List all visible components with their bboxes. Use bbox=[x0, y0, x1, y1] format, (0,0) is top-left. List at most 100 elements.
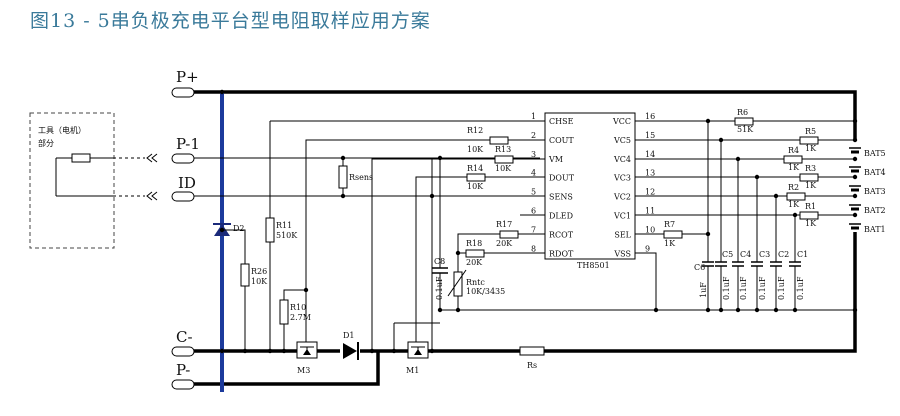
chip-pin-name-sel: SEL bbox=[614, 230, 631, 239]
chip-name: TH8501 bbox=[577, 261, 610, 270]
chip-pin-number-15: 15 bbox=[645, 131, 655, 140]
junction-dot bbox=[735, 307, 741, 313]
chip-pin-number-5: 5 bbox=[531, 188, 536, 197]
chip-pin-number-2: 2 bbox=[531, 131, 536, 140]
junction-dot bbox=[455, 307, 461, 313]
chip-pin-name-vc1: VC1 bbox=[613, 212, 631, 221]
rs-resistor: Rs bbox=[519, 346, 545, 370]
r1-value: 1K bbox=[805, 219, 817, 228]
rsens-label: Rsens bbox=[349, 173, 373, 182]
chip-pin-number-16: 16 bbox=[645, 112, 655, 121]
junction-dot bbox=[303, 287, 309, 293]
r17-value: 20K bbox=[496, 239, 513, 248]
rntc-label: Rntc bbox=[466, 278, 485, 287]
junction-dot bbox=[705, 307, 711, 313]
junction-dot bbox=[852, 156, 858, 162]
chip-pin-number-1: 1 bbox=[531, 112, 536, 121]
junction-dot bbox=[735, 156, 741, 162]
junction-dot bbox=[437, 155, 443, 161]
r26-value: 10K bbox=[251, 277, 268, 286]
chip-th8501: TH8501 bbox=[544, 112, 636, 270]
r14-label: R14 bbox=[467, 164, 483, 173]
r13-value: 10K bbox=[495, 164, 512, 173]
junction-dot bbox=[773, 307, 779, 313]
capacitor-bank: C6 1uF C5 0.1uF C4 0.1uF C3 0.1uF C2 0.1… bbox=[694, 250, 808, 310]
junction-dot bbox=[852, 307, 858, 313]
r3-value: 1K bbox=[805, 181, 817, 190]
d1-diode: D1 bbox=[343, 331, 359, 360]
junction-dot bbox=[429, 193, 435, 199]
chip-pin-number-10: 10 bbox=[645, 225, 655, 234]
r2-value: 1K bbox=[788, 200, 800, 209]
m1-label: M1 bbox=[406, 366, 419, 375]
c6-label: C6 bbox=[694, 263, 705, 272]
r10-label: R10 bbox=[290, 303, 306, 312]
c1-value: 0.1uF bbox=[796, 276, 805, 300]
r3-label: R3 bbox=[805, 164, 816, 173]
r11-value: 510K bbox=[276, 231, 298, 240]
terminal-p-minus1: P-1 bbox=[176, 135, 200, 153]
chip-pin-number-6: 6 bbox=[531, 207, 536, 216]
junction-dot bbox=[705, 118, 711, 124]
chip-pin-name-vm: VM bbox=[548, 155, 563, 164]
chip-pin-name-vc3: VC3 bbox=[613, 174, 631, 183]
chip-pin-number-7: 7 bbox=[531, 225, 536, 234]
r2-label: R2 bbox=[788, 183, 799, 192]
tool-box-label-line2: 部分 bbox=[38, 138, 54, 148]
junction-dot bbox=[455, 250, 461, 256]
junction-dot bbox=[267, 348, 273, 354]
chip-pin-name-chse: CHSE bbox=[549, 117, 574, 126]
chip-pin-number-8: 8 bbox=[531, 244, 536, 253]
junction-dot bbox=[852, 193, 858, 199]
c8-value: 0.1uF bbox=[435, 276, 444, 300]
terminal-p-plus: P+ bbox=[176, 68, 199, 86]
junction-dot bbox=[852, 174, 858, 180]
chip-pin-name-rcot: RCOT bbox=[549, 230, 574, 239]
junction-dot bbox=[340, 193, 346, 199]
r1-label: R1 bbox=[805, 202, 816, 211]
terminal-c-minus: C- bbox=[176, 328, 193, 346]
terminal-p-minus: P- bbox=[176, 361, 190, 379]
chip-pin-name-vc2: VC2 bbox=[613, 193, 631, 202]
junction-dot bbox=[219, 348, 225, 354]
chip-pin-number-11: 11 bbox=[645, 207, 655, 216]
junction-dot bbox=[219, 227, 225, 233]
chip-pin-name-vss: VSS bbox=[613, 249, 631, 258]
junction-dot bbox=[852, 212, 858, 218]
r26-label: R26 bbox=[251, 267, 267, 276]
d2-label: D2 bbox=[233, 224, 245, 233]
c8-label: C8 bbox=[434, 257, 445, 266]
r13-label: R13 bbox=[495, 145, 511, 154]
rs-label: Rs bbox=[527, 361, 537, 370]
terminal-id: ID bbox=[178, 174, 196, 192]
junction-dot bbox=[754, 307, 760, 313]
m1-mosfet: M1 bbox=[406, 341, 429, 375]
r10-value: 2.7M bbox=[290, 313, 311, 322]
chip-pin-number-4: 4 bbox=[531, 169, 536, 178]
c1-label: C1 bbox=[797, 250, 808, 259]
junction-dot bbox=[773, 193, 779, 199]
c2-label: C2 bbox=[778, 250, 789, 259]
chip-pin-name-rdot: RDOT bbox=[549, 249, 574, 258]
battery-stack: BAT5 BAT4 BAT3 BAT2 BAT1 bbox=[849, 147, 886, 234]
junction-dot bbox=[242, 348, 248, 354]
r18-label: R18 bbox=[466, 239, 482, 248]
junction-dot bbox=[219, 89, 225, 95]
r4-label: R4 bbox=[788, 146, 799, 155]
chip-pin-number-3: 3 bbox=[531, 150, 536, 159]
chip-pin-number-9: 9 bbox=[645, 244, 650, 253]
r5-value: 1K bbox=[805, 144, 817, 153]
m3-label: M3 bbox=[297, 366, 310, 375]
r6-label: R6 bbox=[737, 108, 748, 117]
chip-pin-number-14: 14 bbox=[645, 150, 655, 159]
junction-dot bbox=[429, 348, 435, 354]
page-title: 图13 - 5串负极充电平台型电阻取样应用方案 bbox=[30, 10, 431, 32]
junction-dot bbox=[852, 137, 858, 143]
junction-dot bbox=[792, 307, 798, 313]
junction-dot bbox=[369, 348, 375, 354]
chip-pin-name-sens: SENS bbox=[549, 193, 573, 202]
junction-dot bbox=[391, 348, 397, 354]
r7-value: 1K bbox=[664, 239, 676, 248]
